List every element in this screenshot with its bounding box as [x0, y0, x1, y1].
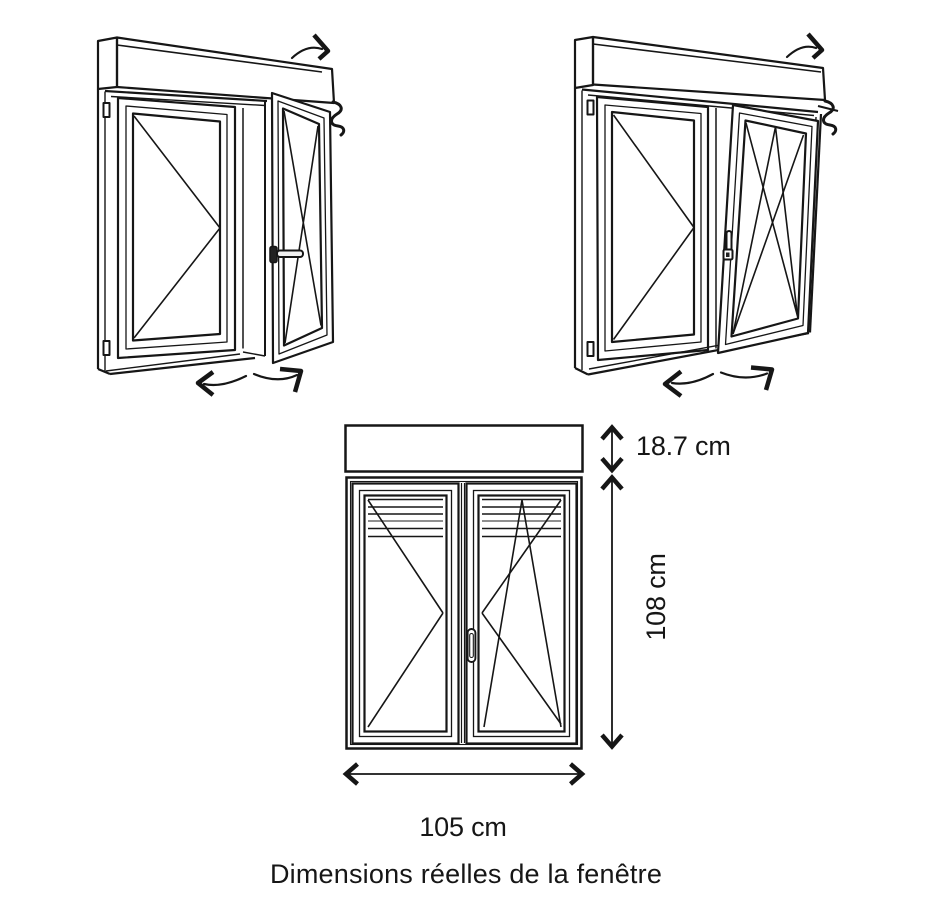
casement-symbol	[367, 499, 444, 728]
window-tilt-figure	[573, 32, 839, 398]
figure-caption: Dimensions réelles de la fenêtre	[269, 859, 663, 889]
hinge-icon	[586, 99, 595, 357]
shutter-slats	[368, 498, 443, 538]
roller-shutter-box	[344, 424, 584, 473]
window-front-view-figure	[342, 424, 624, 786]
window-frame	[96, 89, 268, 376]
fixed-sash	[595, 95, 717, 362]
window-frame	[345, 476, 583, 750]
swing-arrows-icon	[195, 366, 304, 397]
window-handle-icon	[722, 230, 734, 261]
window-width-label: 105 cm	[419, 812, 507, 842]
fixed-sash	[116, 96, 244, 360]
left-sash	[351, 482, 460, 745]
rotation-arrow-icon	[785, 32, 825, 60]
shutter-strap-icon	[822, 99, 838, 136]
swing-arrows-icon	[662, 365, 775, 398]
rotation-arrow-icon	[290, 33, 331, 61]
shutter-strap-icon	[330, 100, 346, 137]
open-sash	[270, 91, 335, 365]
right-sash	[465, 482, 578, 745]
window-handle-icon	[269, 245, 304, 264]
dimension-arrow-box-height	[600, 424, 624, 474]
dimension-arrow-window-height	[600, 474, 624, 750]
window-height-label: 108 cm	[641, 553, 671, 641]
window-handle-icon	[466, 628, 477, 663]
window-open-swing-figure	[96, 33, 346, 397]
shutter-box-height-label: 18.7 cm	[636, 431, 731, 461]
tilted-sash	[716, 103, 820, 355]
dimension-arrow-window-width	[342, 762, 586, 786]
tilt-turn-symbol	[481, 499, 562, 728]
hinge-icon	[102, 102, 111, 356]
